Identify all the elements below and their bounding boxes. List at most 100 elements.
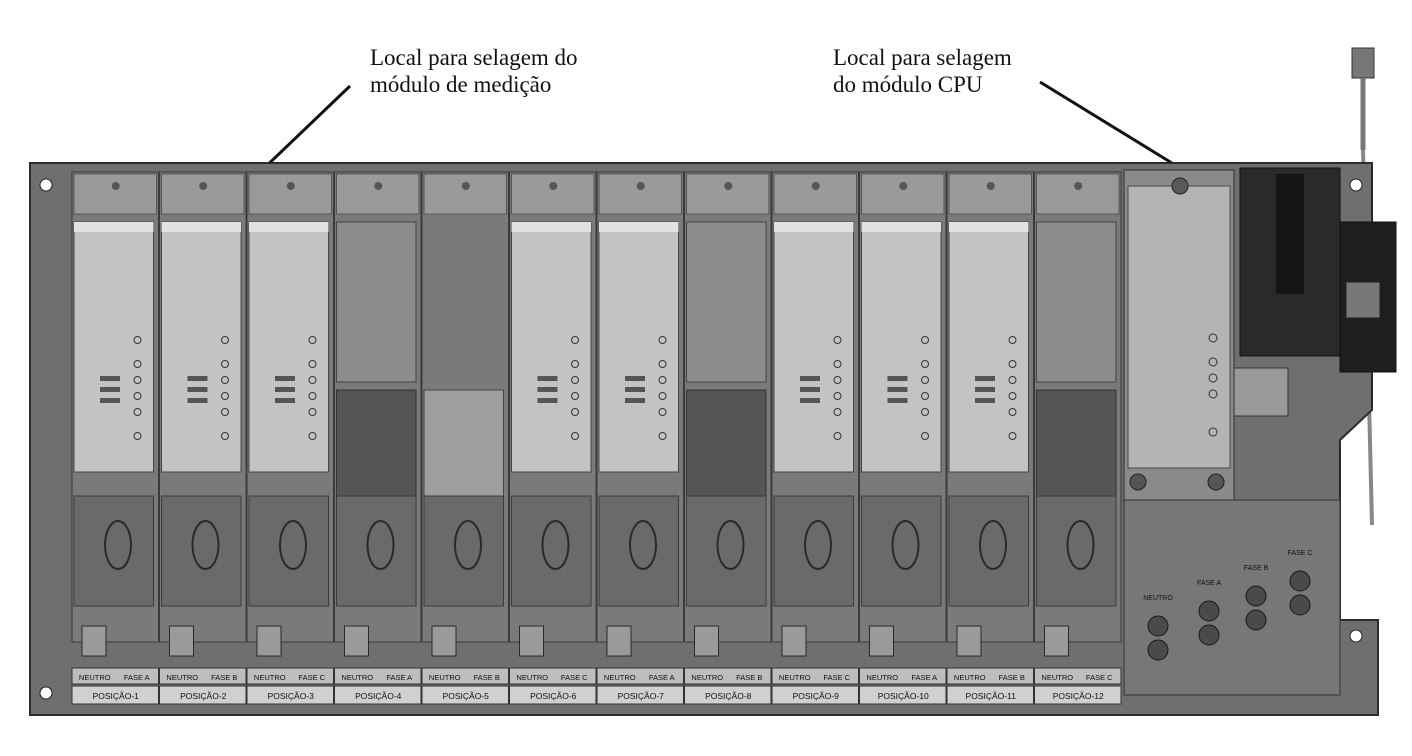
slot-top-terminal	[248, 173, 332, 215]
meter-module-cap	[861, 222, 941, 232]
label-neutro: NEUTRO	[254, 673, 286, 682]
label-fase: FASE C	[298, 673, 325, 682]
slot-switch-area	[773, 495, 854, 607]
meter-led	[221, 376, 229, 384]
meter-vent	[887, 398, 908, 403]
position-label-strip	[159, 685, 247, 705]
neutral-terminal	[956, 625, 982, 657]
empty-bay	[1036, 221, 1117, 383]
neutral-terminal	[431, 625, 457, 657]
callout-cpu-line-1: Local para selagem	[833, 45, 1012, 70]
meter-led	[833, 376, 842, 384]
empty-bay	[686, 221, 767, 383]
terminal-screw	[374, 182, 383, 190]
slot-7: NEUTRO FASE A POSIÇÃO-7	[596, 171, 684, 705]
position-label-strip	[421, 685, 509, 705]
terminal-screw	[549, 182, 558, 190]
terminal-label-strip	[246, 667, 334, 685]
position-label: POSIÇÃO-7	[618, 691, 665, 701]
terminal-label-strip	[421, 667, 509, 685]
callout-measurement-line-1: Local para selagem do	[370, 45, 578, 70]
meter-led	[1008, 432, 1017, 440]
slot-3: NEUTRO FASE C POSIÇÃO-3	[246, 171, 334, 705]
meter-led	[658, 336, 667, 344]
slot-top-terminal	[1036, 173, 1120, 215]
meter-led	[308, 392, 317, 400]
slot-switch	[629, 520, 657, 570]
label-fase: FASE A	[649, 673, 675, 682]
callout-measurement-line-2: módulo de medição	[370, 72, 552, 97]
position-label: POSIÇÃO-10	[878, 691, 929, 701]
meter-vent	[800, 398, 820, 403]
terminal-screw	[986, 182, 995, 190]
slot-switch	[716, 520, 745, 570]
terminal-label-strip	[334, 667, 422, 685]
cpu-terminal-socket	[1147, 615, 1169, 637]
meter-led	[833, 336, 842, 344]
meter-led	[658, 360, 667, 368]
cpu-terminal-socket	[1245, 609, 1267, 631]
meter-led	[133, 432, 142, 440]
meter-vent	[100, 376, 120, 381]
meter-led	[658, 376, 667, 384]
label-neutro: NEUTRO	[604, 673, 636, 682]
terminal-label-strip	[771, 667, 859, 685]
label-fase: FASE A	[386, 673, 412, 682]
slot-switch	[891, 520, 920, 570]
meter-module-cap	[774, 222, 854, 232]
terminal-screw	[899, 182, 908, 190]
meter-led	[308, 432, 317, 440]
meter-led	[921, 376, 929, 384]
neutral-terminal	[519, 625, 544, 657]
meter-led	[308, 336, 317, 344]
terminal-label-strip	[1034, 667, 1122, 685]
slot-switch	[104, 520, 132, 570]
meter-led	[658, 408, 667, 416]
meter-vent	[975, 387, 995, 392]
terminal-screw	[286, 182, 295, 190]
slot-switch-area	[336, 495, 417, 607]
slot-top-terminal	[511, 173, 595, 215]
position-label: POSIÇÃO-6	[530, 691, 577, 701]
slot-switch-area	[948, 495, 1029, 607]
label-neutro: NEUTRO	[1041, 673, 1073, 682]
neutral-terminal	[781, 625, 807, 657]
cpu-terminal-socket	[1147, 639, 1169, 661]
slot-switch-area	[161, 495, 242, 607]
label-fase: FASE A	[124, 673, 150, 682]
slot-switch-area	[511, 495, 592, 607]
meter-vent	[275, 376, 295, 381]
cpu-terminal-label: FASE C	[1288, 550, 1313, 557]
cpu-terminal-label: NEUTRO	[1143, 595, 1173, 602]
position-label: POSIÇÃO-3	[268, 691, 315, 701]
neutral-terminal	[169, 625, 194, 657]
position-label-strip	[246, 685, 334, 705]
cpu-seal-screw	[1171, 177, 1189, 195]
neutral-terminal	[256, 625, 282, 657]
meter-led	[133, 360, 142, 368]
cpu-terminal-label: FASE A	[1197, 580, 1221, 587]
meter-module-cap	[161, 222, 241, 232]
meter-vent	[887, 387, 908, 392]
slot-switch-area	[598, 495, 679, 607]
meter-module	[773, 221, 854, 473]
meter-led	[571, 432, 579, 440]
meter-vent	[100, 387, 120, 392]
terminal-screw	[461, 182, 470, 190]
terminal-screw	[1074, 182, 1083, 190]
meter-module-cap	[949, 222, 1029, 232]
cpu-terminal-socket	[1198, 600, 1220, 622]
mount-hole	[1349, 629, 1363, 643]
slot-switch	[454, 520, 482, 570]
slot-top-terminal	[336, 173, 420, 215]
meter-led	[221, 432, 229, 440]
meter-led	[221, 392, 229, 400]
meter-vent	[625, 387, 645, 392]
slot-switch-area	[423, 495, 504, 607]
meter-vent	[625, 376, 645, 381]
